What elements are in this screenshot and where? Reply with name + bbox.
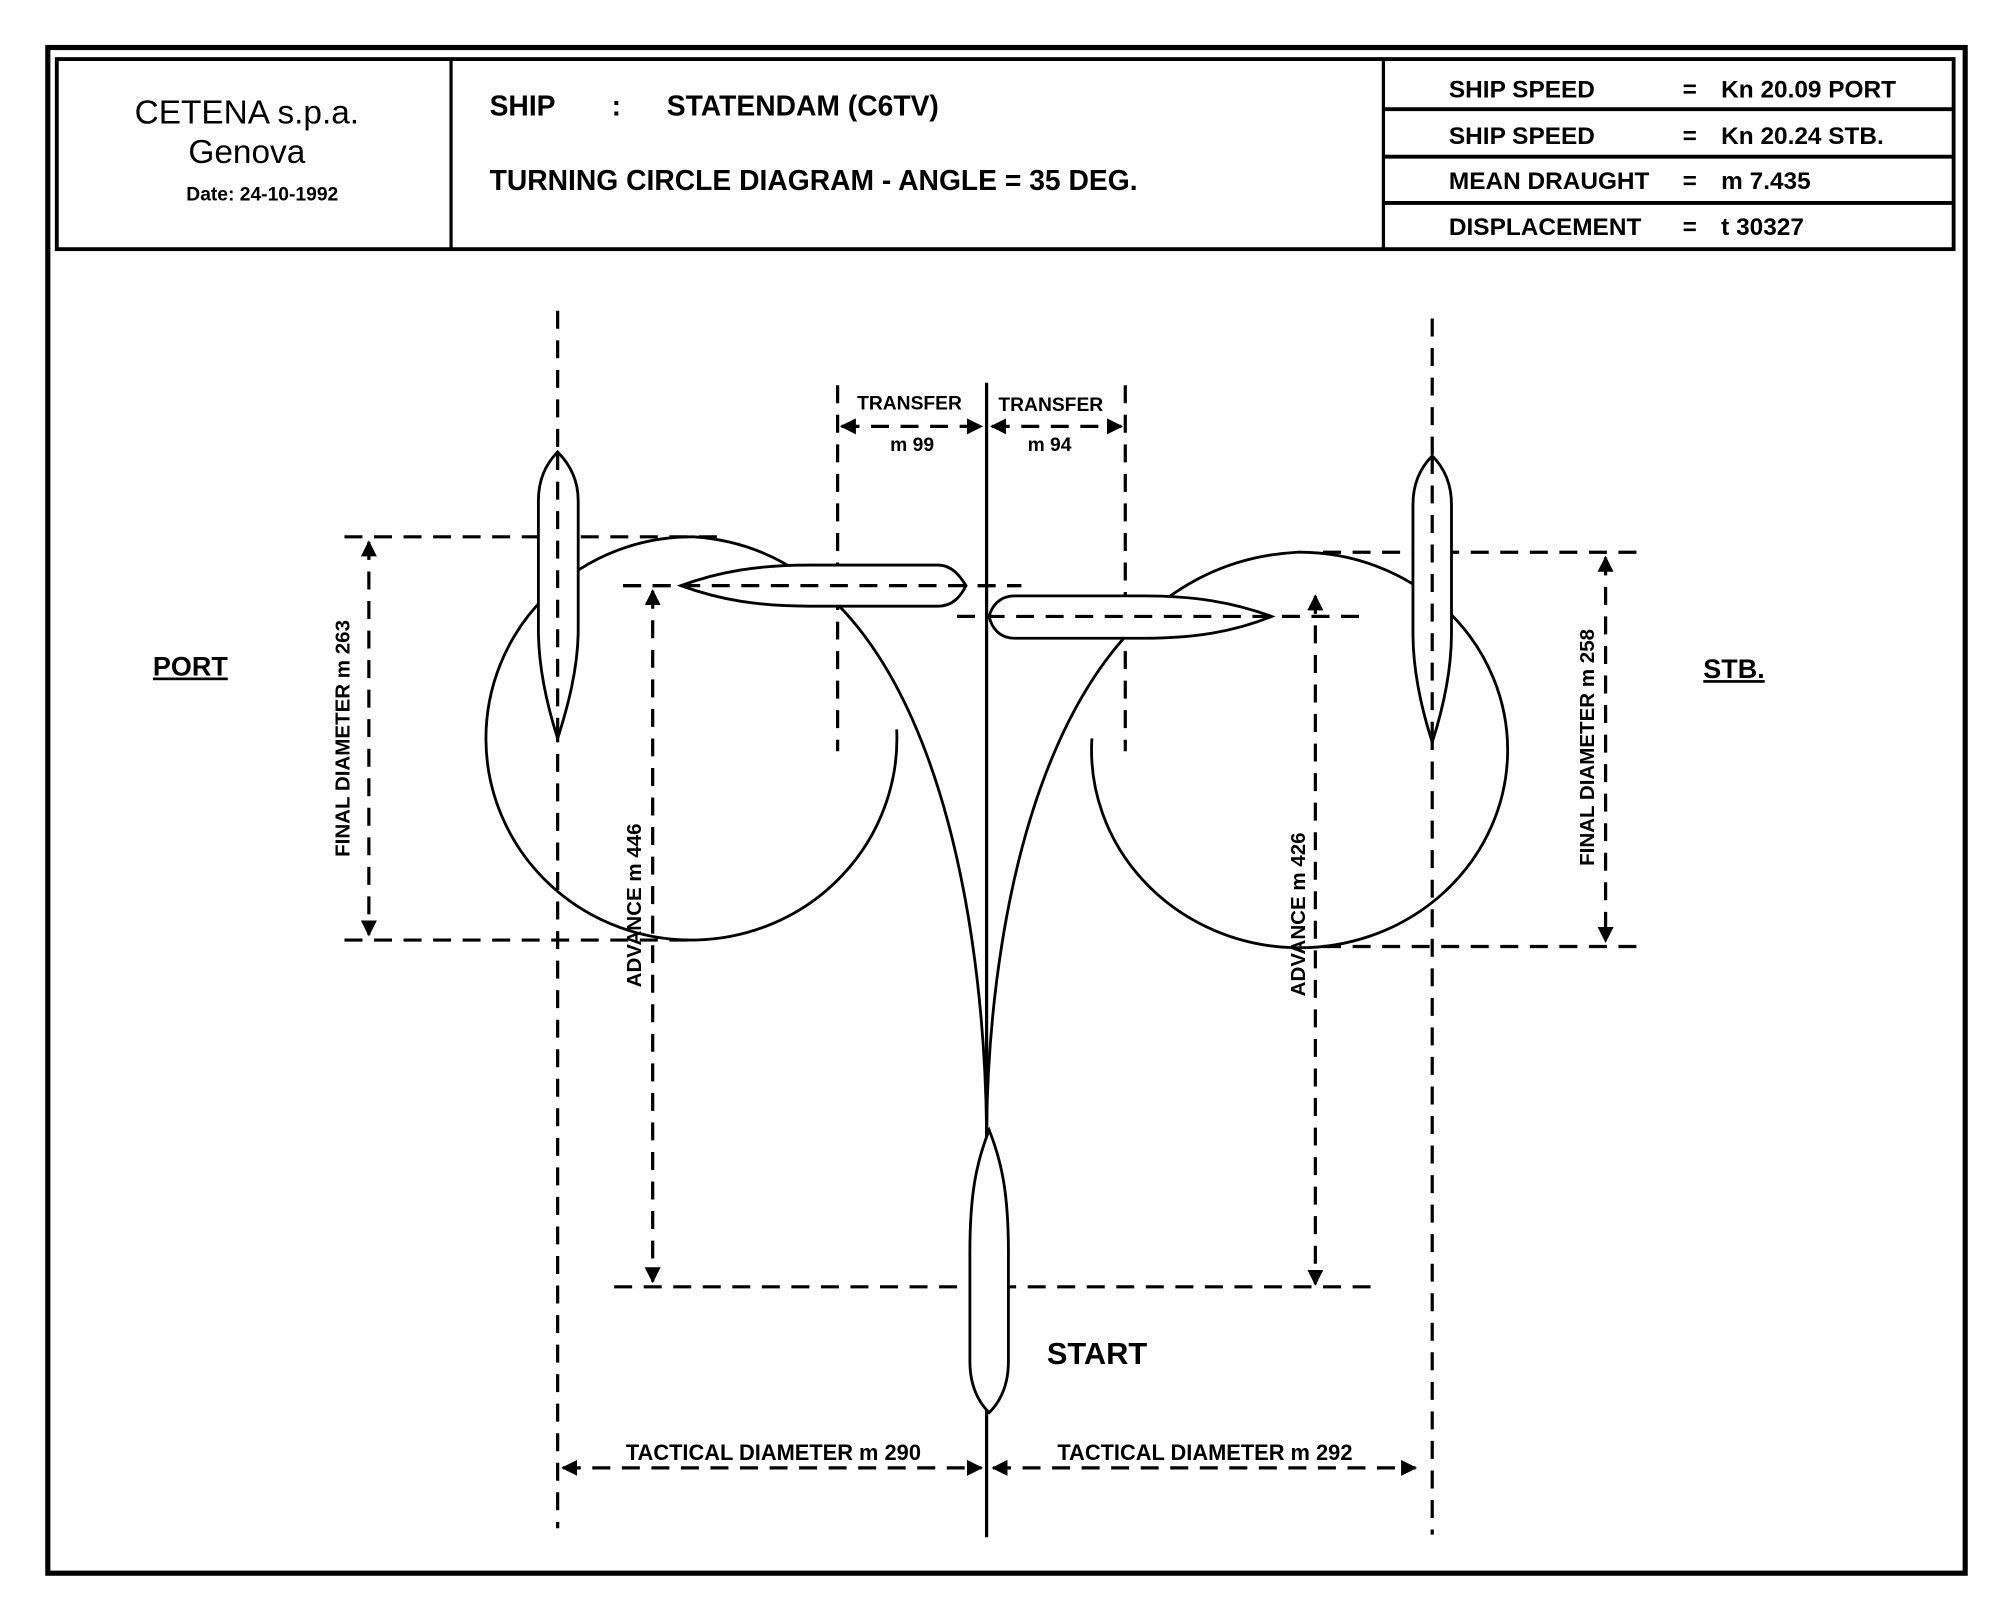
- spec-value: Kn 20.24 STB.: [1721, 123, 1884, 150]
- port-turning-track: [484, 535, 989, 1131]
- outer-border: [45, 44, 1968, 1576]
- company-city: Genova: [188, 134, 305, 171]
- spec-eq: =: [1683, 168, 1697, 195]
- start-ship: [968, 1126, 1010, 1415]
- ship-label: SHIP: [490, 90, 556, 122]
- ship-name: STATENDAM (C6TV): [667, 90, 939, 122]
- title-block: [54, 57, 1956, 252]
- document-date: Date: 24-10-1992: [186, 184, 338, 205]
- spec-value: t 30327: [1721, 214, 1804, 241]
- spec-eq: =: [1683, 77, 1697, 104]
- tactical-stb-label: TACTICAL DIAMETER m 292: [1057, 1440, 1352, 1465]
- transfer-stb-value: m 94: [1028, 435, 1072, 456]
- spec-value: m 7.435: [1721, 168, 1811, 195]
- advance-port-label: ADVANCE m 446: [623, 823, 646, 987]
- company-name: CETENA s.p.a.: [135, 94, 359, 131]
- transfer-port-label: TRANSFER: [857, 394, 962, 415]
- stb-turning-track: [985, 550, 1509, 1131]
- transfer-stb-label: TRANSFER: [998, 395, 1103, 416]
- final-diameter-port-label: FINAL DIAMETER m 263: [332, 620, 355, 857]
- spec-eq: =: [1683, 123, 1697, 150]
- spec-label: MEAN DRAUGHT: [1449, 168, 1650, 195]
- ship-separator: :: [612, 90, 621, 122]
- spec-label: DISPLACEMENT: [1449, 214, 1642, 241]
- stb-ship-vertical: [1411, 453, 1453, 747]
- transfer-port-value: m 99: [890, 435, 934, 456]
- dimension-arrows: [360, 418, 1614, 1476]
- stb-label: STB.: [1703, 654, 1764, 684]
- spec-value: Kn 20.09 PORT: [1721, 77, 1896, 104]
- start-label: START: [1047, 1336, 1148, 1371]
- port-ship-vertical: [536, 450, 580, 744]
- advance-stb-label: ADVANCE m 426: [1287, 832, 1310, 996]
- specs-table: SHIP SPEED = Kn 20.09 PORT SHIP SPEED = …: [1449, 77, 1896, 241]
- diagram-title: TURNING CIRCLE DIAGRAM - ANGLE = 35 DEG.: [490, 164, 1138, 196]
- spec-label: SHIP SPEED: [1449, 77, 1595, 104]
- spec-label: SHIP SPEED: [1449, 123, 1595, 150]
- final-diameter-stb-label: FINAL DIAMETER m 258: [1576, 629, 1599, 866]
- port-label: PORT: [153, 652, 228, 682]
- spec-eq: =: [1683, 214, 1697, 241]
- tactical-port-label: TACTICAL DIAMETER m 290: [626, 1440, 921, 1465]
